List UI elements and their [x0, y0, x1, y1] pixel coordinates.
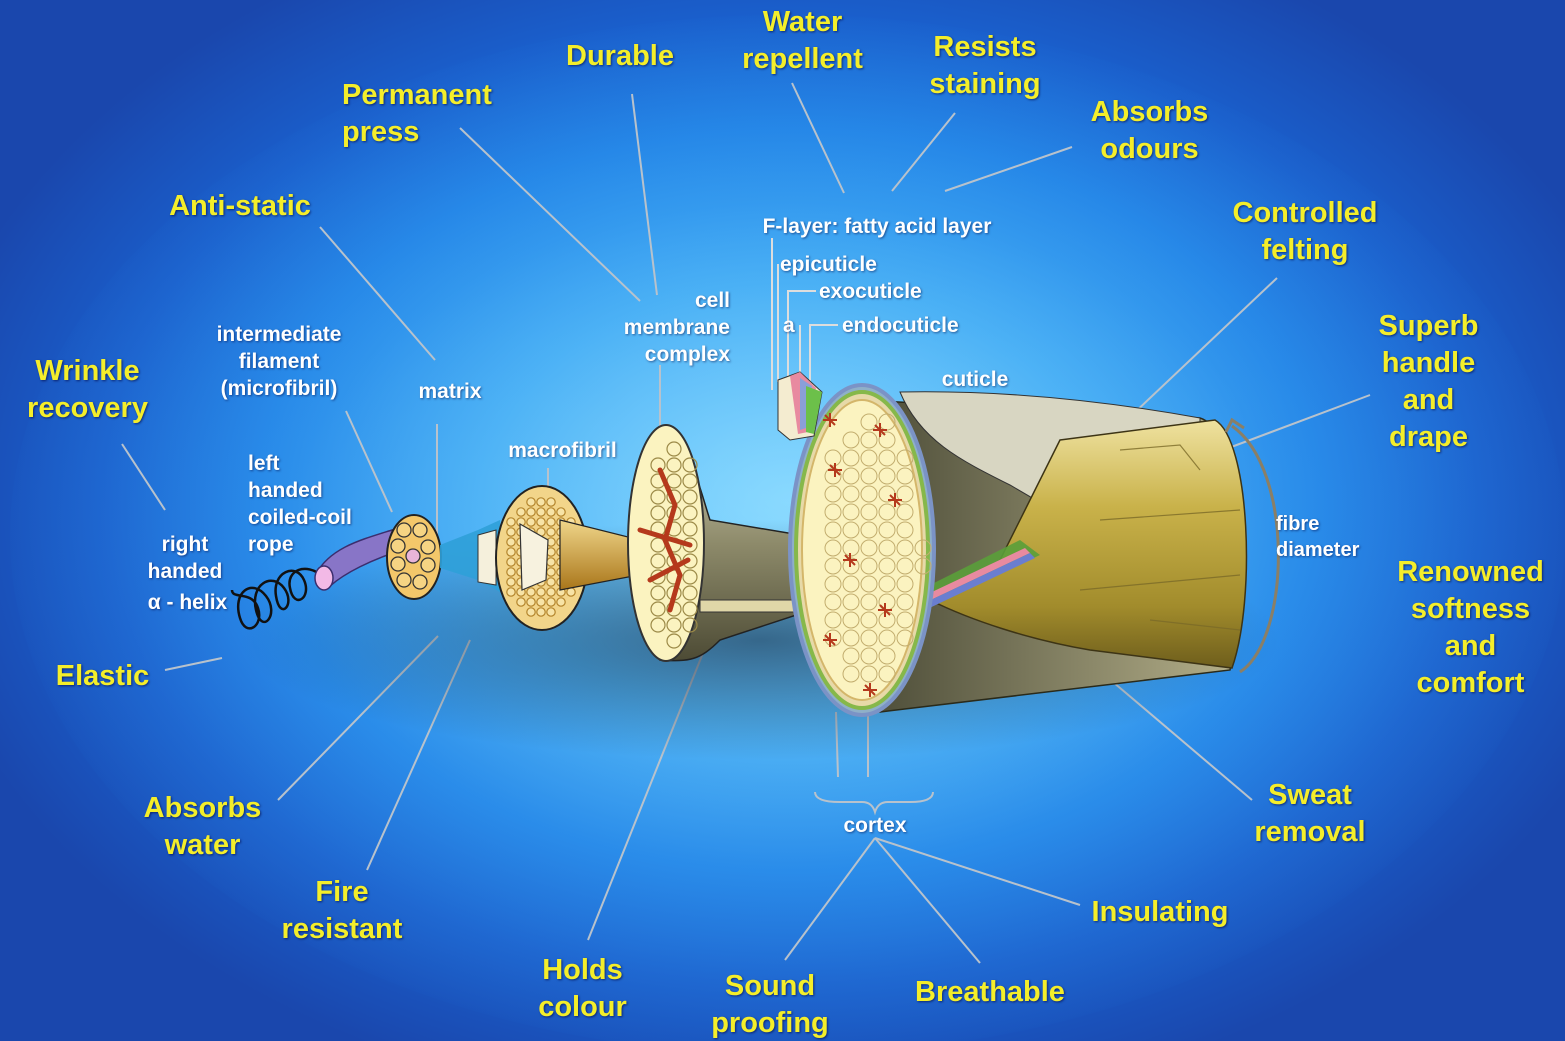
- label-cell-membrane-complex: cell membrane complex: [600, 287, 730, 368]
- label-anti-static: Anti-static: [160, 188, 320, 225]
- label-elastic: Elastic: [45, 658, 160, 695]
- label-cuticle: cuticle: [925, 366, 1025, 393]
- label-a: a: [783, 312, 803, 339]
- label-exocuticle: exocuticle: [819, 278, 949, 305]
- label-endocuticle: endocuticle: [842, 312, 982, 339]
- label-controlled-felting: Controlled felting: [1225, 195, 1385, 269]
- label-absorbs-water: Absorbs water: [135, 790, 270, 864]
- label-insulating: Insulating: [1080, 894, 1240, 931]
- label-alpha-helix: α - helix: [135, 589, 240, 616]
- label-durable: Durable: [555, 38, 685, 75]
- label-epicuticle: epicuticle: [780, 251, 900, 278]
- label-wrinkle-recovery: Wrinkle recovery: [20, 353, 155, 427]
- label-renowned-softness: Renowned softness and comfort: [1383, 554, 1558, 702]
- label-permanent-press: Permanent press: [342, 77, 502, 151]
- label-holds-colour: Holds colour: [520, 952, 645, 1026]
- label-intermediate-filament: intermediate filament (microfibril): [200, 321, 358, 402]
- cortex-brace: [815, 792, 933, 812]
- label-breathable: Breathable: [905, 974, 1075, 1011]
- label-macrofibril: macrofibril: [495, 437, 630, 464]
- fibre-shaft: [778, 372, 1246, 715]
- label-resists-staining: Resists staining: [920, 29, 1050, 103]
- intermediate-filament-bundle: [387, 515, 441, 599]
- label-left-handed-coiled-coil: left handed coiled-coil rope: [248, 450, 378, 558]
- label-fire-resistant: Fire resistant: [272, 874, 412, 948]
- label-superb-handle-and-drape: Superb handle and drape: [1366, 308, 1491, 456]
- label-water-repellent: Water repellent: [735, 4, 870, 78]
- label-sound-proofing: Sound proofing: [700, 968, 840, 1041]
- label-f-layer: F-layer: fatty acid layer: [752, 213, 1002, 240]
- label-right-handed: right handed: [135, 531, 235, 585]
- label-matrix: matrix: [405, 378, 495, 405]
- label-absorbs-odours: Absorbs odours: [1082, 94, 1217, 168]
- label-fibre-diameter: fibre diameter: [1276, 511, 1386, 563]
- label-cortex: cortex: [825, 812, 925, 839]
- label-sweat-removal: Sweat removal: [1245, 777, 1375, 851]
